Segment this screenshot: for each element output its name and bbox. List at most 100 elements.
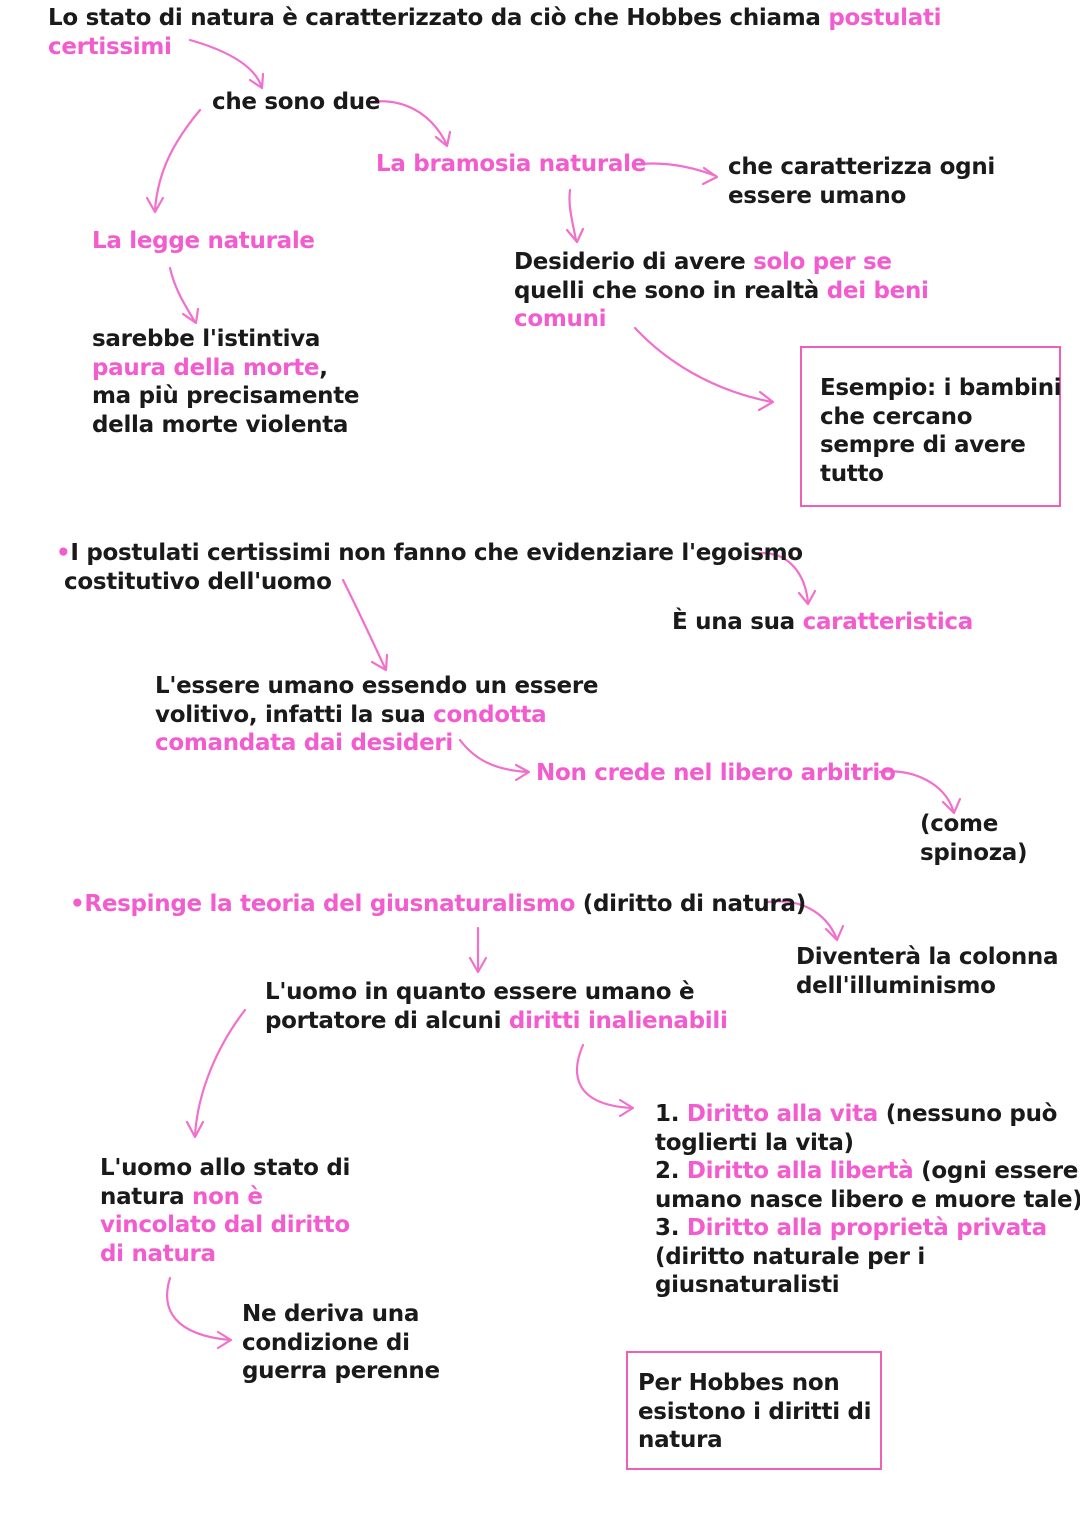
arrow-bramosia-to-caratterizza	[638, 162, 718, 178]
intro-highlight-postulati: postulati	[828, 5, 942, 31]
sono-due-text: che sono due	[212, 89, 381, 115]
desiderio-line1: Desiderio di avere	[514, 249, 746, 275]
paura-comma: ,	[319, 354, 328, 381]
diritto-proprieta-note: (diritto naturale per i	[655, 1243, 925, 1270]
postulati-line1: I postulati certissimi non fanno che evi…	[70, 540, 803, 566]
guerra-line1: Ne deriva una	[242, 1301, 420, 1327]
paura-line4: della morte violenta	[92, 411, 349, 438]
arrowhead	[185, 1120, 205, 1139]
esempio-text: Esempio: i bambini che cercano sempre di…	[820, 374, 1062, 488]
arrowhead	[434, 130, 452, 148]
arrowhead	[618, 1098, 635, 1118]
diritti-list: 1. Diritto alla vita (nessuno può toglie…	[655, 1100, 1080, 1300]
caratteristica-prefix: È una sua	[672, 609, 795, 635]
spinoza-line2: spinoza)	[920, 839, 1028, 866]
vincolato-highlight-2: vincolato dal diritto	[100, 1212, 350, 1238]
arrowhead	[145, 196, 165, 214]
arrow-bramosia-to-desiderio	[568, 188, 578, 242]
caratteristica-text: È una sua caratteristica	[672, 608, 973, 637]
portatore-line2: portatore di alcuni	[265, 1007, 502, 1034]
arrowhead	[181, 307, 200, 325]
hobbes-line3: natura	[638, 1427, 723, 1453]
caratterizza-line2: essere umano	[728, 182, 906, 209]
arrowhead	[824, 924, 845, 942]
arrowhead	[757, 390, 775, 412]
desiderio-text: Desiderio di avere solo per se quelli ch…	[514, 248, 929, 334]
diritto-number: 1.	[655, 1101, 680, 1127]
postulati-line2: costitutivo dell'uomo	[64, 568, 332, 595]
hobbes-line2: esistono i diritti di	[638, 1398, 872, 1425]
diritto-number: 3.	[655, 1215, 680, 1241]
desiderio-highlight-2: dei beni	[826, 277, 929, 304]
arrowhead	[216, 1330, 233, 1350]
arrowhead	[565, 227, 585, 244]
arrow-due-to-bramosia	[368, 100, 449, 147]
bramosia-text: La bramosia naturale	[376, 151, 646, 177]
hobbes-line1: Per Hobbes non	[638, 1370, 840, 1396]
caratterizza-text: che caratterizza ogni essere umano	[728, 153, 995, 210]
vincolato-text: L'uomo allo stato di natura non è vincol…	[100, 1154, 350, 1268]
caratteristica-highlight: caratteristica	[802, 609, 974, 635]
postulati-text: •I postulati certissimi non fanno che ev…	[56, 539, 803, 596]
paura-highlight: paura della morte	[92, 354, 320, 381]
desiderio-line2: quelli che sono in realtà	[514, 277, 820, 304]
volitivo-text: L'essere umano essendo un essere volitiv…	[155, 672, 598, 758]
diritto-liberta: Diritto alla libertà	[686, 1158, 914, 1184]
vincolato-highlight-1: non è	[192, 1183, 263, 1210]
portatore-line1: L'uomo in quanto essere umano è	[265, 979, 695, 1005]
intro-highlight-certissimi: certissimi	[48, 33, 172, 60]
colonna-text: Diventerà la colonna dell'illuminismo	[796, 943, 1059, 1000]
bullet-icon: •	[70, 891, 85, 917]
legge-text: La legge naturale	[92, 228, 315, 254]
diritto-liberta-note: (ogni essere	[921, 1158, 1079, 1184]
respinge-highlight: Respinge la teoria del giusnaturalismo	[84, 891, 576, 917]
esempio-line4: tutto	[820, 460, 884, 487]
vincolato-highlight-3: di natura	[100, 1240, 216, 1267]
arrow-portatore-to-vincolato	[193, 1008, 247, 1137]
respinge-text: •Respinge la teoria del giusnaturalismo …	[70, 890, 806, 919]
diritto-vita: Diritto alla vita	[686, 1101, 878, 1127]
diritto-vita-note-cont: toglierti la vita)	[655, 1129, 854, 1156]
arrow-portatore-to-diritti	[575, 1043, 634, 1110]
colonna-line2: dell'illuminismo	[796, 972, 996, 999]
portatore-text: L'uomo in quanto essere umano è portator…	[265, 978, 728, 1035]
desiderio-highlight-3: comuni	[514, 306, 607, 332]
spinoza-line1: (come	[920, 811, 999, 837]
desiderio-highlight-1: solo per se	[753, 249, 892, 275]
guerra-line3: guerra perenne	[242, 1358, 440, 1384]
diritto-liberta-note-cont: umano nasce libero e muore tale)	[655, 1186, 1080, 1213]
respinge-paren: (diritto di natura)	[582, 891, 806, 917]
vincolato-line2: natura	[100, 1183, 185, 1210]
colonna-line1: Diventerà la colonna	[796, 944, 1059, 970]
diritto-proprieta-note-cont: giusnaturalisti	[655, 1272, 840, 1298]
vincolato-line1: L'uomo allo stato di	[100, 1155, 351, 1181]
arrow-vincolato-to-guerra	[166, 1276, 232, 1342]
esempio-line2: che cercano	[820, 403, 973, 430]
arrowhead	[248, 72, 265, 90]
arbitrio-text: Non crede nel libero arbitrio	[536, 760, 896, 786]
caratterizza-line1: che caratterizza ogni	[728, 154, 995, 180]
arrowhead	[370, 653, 389, 672]
volitivo-line2: volitivo, infatti la sua	[155, 701, 426, 728]
paura-line3: ma più precisamente	[92, 383, 360, 409]
arrowhead	[468, 956, 488, 974]
bullet-icon: •	[56, 540, 71, 566]
paura-line1: sarebbe l'istintiva	[92, 326, 321, 352]
arrow-desiderio-to-esempio	[633, 326, 774, 404]
diritto-vita-note: (nessuno può	[885, 1101, 1058, 1127]
spinoza-text: (come spinoza)	[920, 810, 1028, 867]
guerra-text: Ne deriva una condizione di guerra peren…	[242, 1300, 440, 1386]
hobbes-box	[626, 1351, 882, 1470]
diritto-number: 2.	[655, 1158, 680, 1184]
intro-text: Lo stato di natura è caratterizzato da c…	[48, 4, 942, 61]
arrowhead	[514, 763, 531, 782]
intro-line1: Lo stato di natura è caratterizzato da c…	[48, 5, 821, 31]
esempio-line3: sempre di avere	[820, 432, 1026, 458]
volitivo-line1: L'essere umano essendo un essere	[155, 673, 599, 699]
diritto-proprieta: Diritto alla proprietà privata	[686, 1215, 1047, 1241]
portatore-highlight: diritti inalienabili	[508, 1007, 728, 1034]
arrowhead	[701, 166, 719, 186]
arrow-legge-to-paura	[168, 266, 197, 324]
volitivo-highlight-2: comandata dai desideri	[155, 730, 454, 756]
arrow-due-to-legge	[153, 108, 202, 212]
